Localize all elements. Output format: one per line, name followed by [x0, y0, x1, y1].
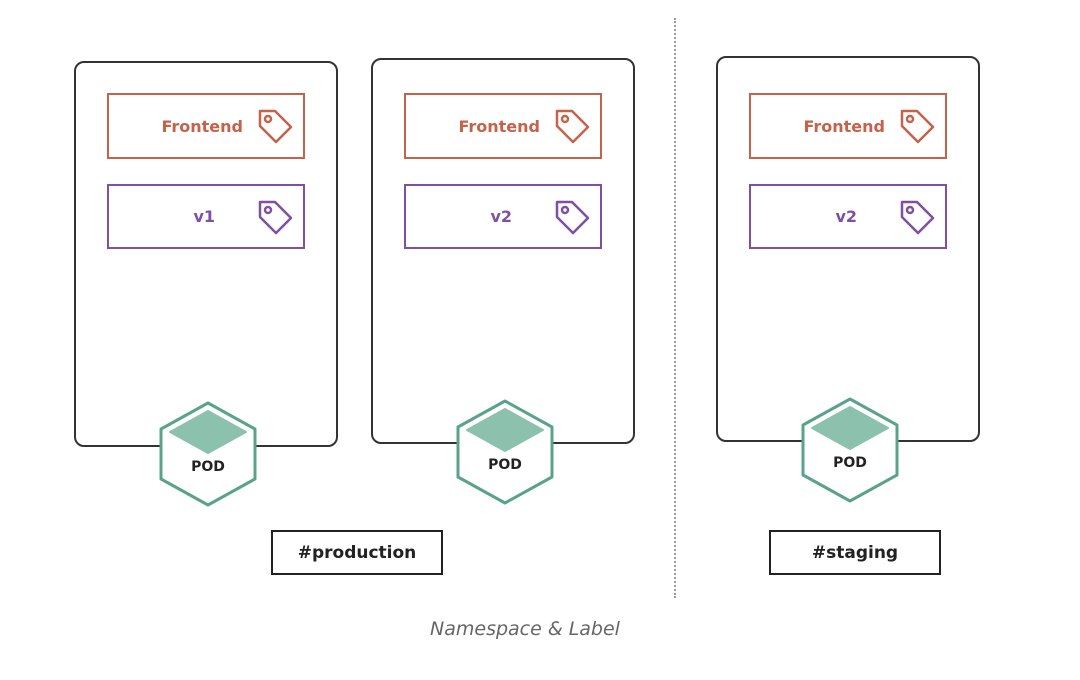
pod-3: POD — [800, 397, 900, 503]
pod-1: POD — [158, 401, 258, 507]
tag-icon — [258, 109, 293, 144]
tag-icon — [258, 200, 293, 234]
pod-cube-icon — [159, 401, 257, 507]
figure-caption: Namespace & Label — [430, 618, 620, 640]
pod-cube-icon — [456, 399, 554, 505]
namespace-production: #production — [271, 530, 443, 575]
tag-icon — [900, 200, 935, 234]
tag-icon — [555, 109, 590, 144]
pod-2: POD — [455, 399, 555, 505]
version-label-text: v2 — [835, 207, 857, 226]
app-label-text: Frontend — [458, 116, 540, 136]
app-label-tag-3: Frontend — [749, 93, 947, 159]
app-label-tag-2: Frontend — [404, 93, 602, 159]
app-label-text: Frontend — [803, 116, 885, 136]
version-label-text: v2 — [490, 207, 512, 226]
app-label-text: Frontend — [161, 116, 243, 136]
tag-icon — [900, 109, 935, 144]
app-label-tag-1: Frontend — [107, 93, 305, 159]
tag-icon — [555, 200, 590, 234]
pod-label: POD — [488, 457, 522, 473]
version-label-tag-1: v1 — [107, 184, 305, 249]
namespace-staging: #staging — [769, 530, 941, 575]
version-label-tag-3: v2 — [749, 184, 947, 249]
pod-label: POD — [191, 459, 225, 475]
namespace-divider — [674, 18, 676, 598]
pod-label: POD — [833, 455, 867, 471]
version-label-tag-2: v2 — [404, 184, 602, 249]
pod-cube-icon — [801, 397, 899, 503]
version-label-text: v1 — [193, 207, 215, 226]
